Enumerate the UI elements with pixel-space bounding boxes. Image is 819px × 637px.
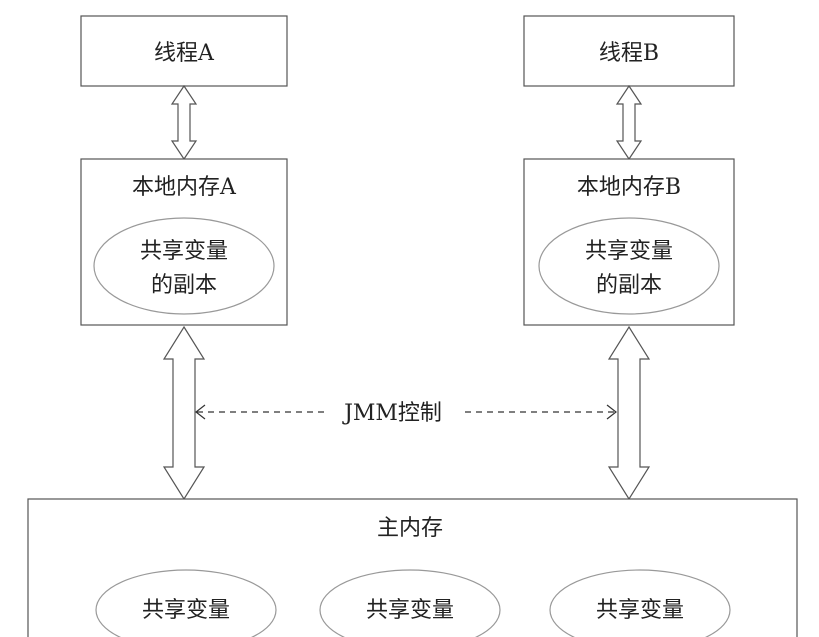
main-variable-1: 共享变量 [142,598,230,623]
main-variable-ellipse-3 [549,569,731,637]
jmm-control-label: JMM控制 [342,401,442,426]
local-b-copy-line2: 的副本 [596,273,662,298]
thread-b-label: 线程B [599,41,659,66]
local-a-copy-ellipse [93,217,275,315]
thread-b-local-arrow [615,84,643,161]
main-memory-title: 主内存 [377,516,443,541]
local-a-copy-line1: 共享变量 [140,239,228,264]
local-b-copy-ellipse [538,217,720,315]
local-memory-b-title: 本地内存B [577,175,681,200]
main-variable-ellipse-1 [95,569,277,637]
main-variable-3: 共享变量 [596,598,684,623]
thread-a-local-arrow [170,84,198,161]
local-memory-a-box: 本地内存A 共享变量 的副本 [80,158,288,326]
thread-a-label: 线程A [154,41,215,66]
thread-a-box: 线程A [80,15,288,87]
thread-b-box: 线程B [523,15,735,87]
main-variable-2: 共享变量 [366,598,454,623]
main-memory-box: 主内存 共享变量 共享变量 共享变量 [27,498,798,637]
local-a-copy-line2: 的副本 [151,273,217,298]
main-variable-ellipse-2 [319,569,501,637]
local-memory-b-box: 本地内存B 共享变量 的副本 [523,158,735,326]
local-b-copy-line1: 共享变量 [585,239,673,264]
jmm-control-connector: JMM控制 [195,401,617,426]
local-memory-a-title: 本地内存A [132,175,237,200]
